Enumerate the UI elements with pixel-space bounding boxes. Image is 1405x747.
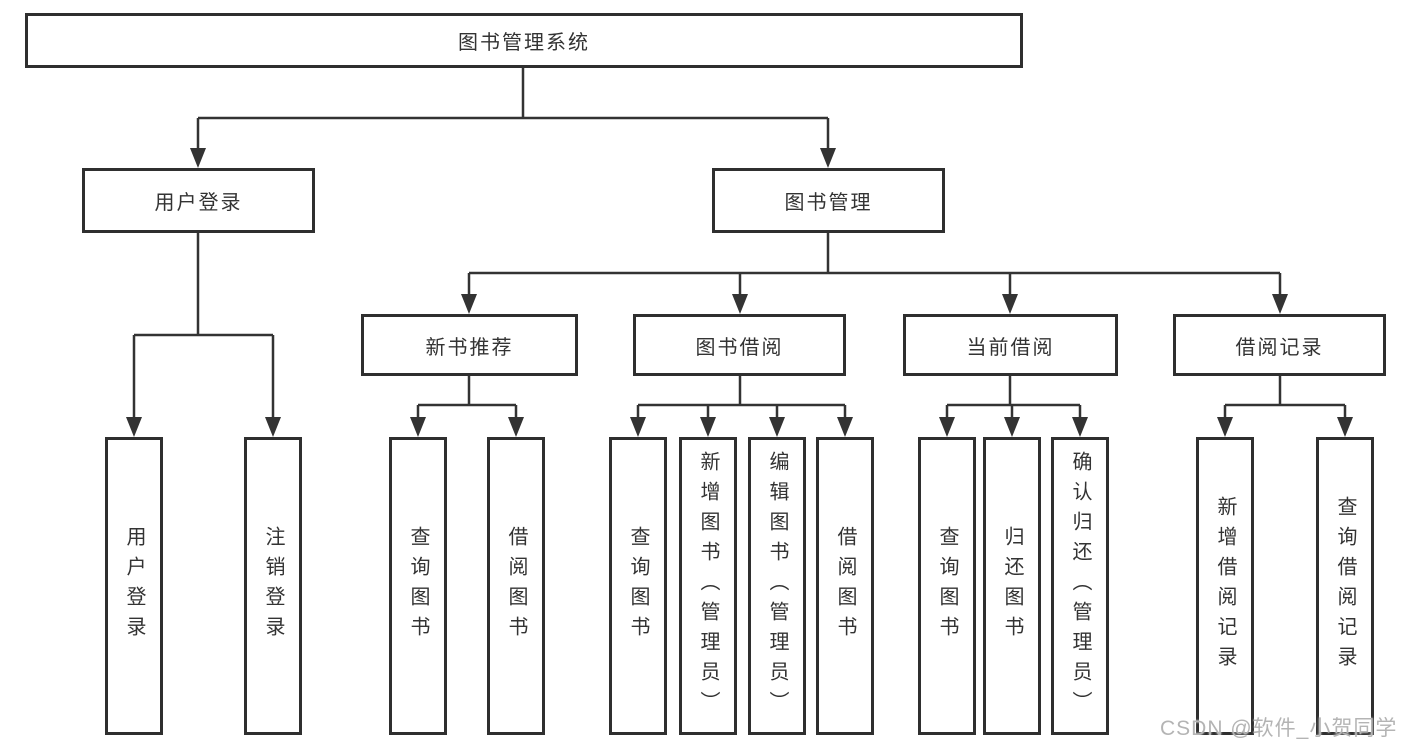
node-bb-edit-books-admin-label: 编辑图书（管理员） (766, 451, 788, 721)
node-logout-leaf: 注销登录 (244, 437, 302, 735)
connector-new-book-recommend-to-leaves (416, 376, 518, 420)
node-book-borrow: 图书借阅 (633, 314, 846, 376)
node-cb-confirm-return-admin-label: 确认归还（管理员） (1069, 451, 1091, 721)
arrowhead-icon (630, 417, 646, 437)
node-cb-return-books: 归还图书 (983, 437, 1041, 735)
node-user-login-leaf-label: 用户登录 (123, 526, 145, 646)
node-logout-leaf-label: 注销登录 (262, 526, 284, 646)
node-cb-confirm-return-admin: 确认归还（管理员） (1051, 437, 1109, 735)
node-book-management-label: 图书管理 (784, 192, 873, 214)
connector-root-to-level2 (196, 68, 830, 150)
connector-book-borrow-to-leaves (636, 376, 847, 420)
node-cb-query-books: 查询图书 (918, 437, 976, 735)
node-borrow-records: 借阅记录 (1173, 314, 1386, 376)
node-user-login-leaf: 用户登录 (105, 437, 163, 735)
node-current-borrow-label: 当前借阅 (966, 336, 1055, 359)
node-nbr-borrow-books-label: 借阅图书 (505, 526, 527, 646)
node-br-query-record: 查询借阅记录 (1316, 437, 1374, 735)
watermark: CSDN @软件_小贺同学 (1160, 717, 1398, 740)
connector-book-management-to-level3 (467, 233, 1282, 296)
node-user-login: 用户登录 (82, 168, 315, 233)
node-bb-borrow-books: 借阅图书 (816, 437, 874, 735)
node-cb-query-books-label: 查询图书 (936, 526, 958, 646)
arrowhead-icon (126, 417, 142, 437)
node-nbr-borrow-books: 借阅图书 (487, 437, 545, 735)
connector-current-borrow-to-leaves (945, 376, 1082, 420)
node-new-book-recommend: 新书推荐 (361, 314, 578, 376)
node-book-management: 图书管理 (712, 168, 945, 233)
node-user-login-label: 用户登录 (154, 192, 243, 214)
node-br-add-record: 新增借阅记录 (1196, 437, 1254, 735)
node-bb-edit-books-admin: 编辑图书（管理员） (748, 437, 806, 735)
arrowhead-icon (461, 294, 477, 314)
arrowhead-icon (410, 417, 426, 437)
node-bb-query-books-label: 查询图书 (627, 526, 649, 646)
arrowhead-icon (1072, 417, 1088, 437)
node-br-query-record-label: 查询借阅记录 (1334, 496, 1356, 676)
node-bb-query-books: 查询图书 (609, 437, 667, 735)
node-cb-return-books-label: 归还图书 (1001, 526, 1023, 646)
arrowhead-icon (190, 148, 206, 168)
node-bb-add-books-admin: 新增图书（管理员） (679, 437, 737, 735)
arrowhead-icon (820, 148, 836, 168)
node-root: 图书管理系统 (25, 13, 1023, 68)
arrowhead-icon (1004, 417, 1020, 437)
arrowhead-icon (1272, 294, 1288, 314)
node-bb-borrow-books-label: 借阅图书 (834, 526, 856, 646)
node-nbr-query-books: 查询图书 (389, 437, 447, 735)
node-current-borrow: 当前借阅 (903, 314, 1118, 376)
arrowhead-icon (1217, 417, 1233, 437)
arrowhead-icon (508, 417, 524, 437)
node-book-borrow-label: 图书借阅 (695, 336, 784, 359)
arrowhead-icon (837, 417, 853, 437)
arrowhead-icon (265, 417, 281, 437)
connector-borrow-records-to-leaves (1223, 376, 1347, 420)
connector-user-login-to-leaves (132, 233, 275, 420)
arrowhead-icon (1337, 417, 1353, 437)
arrowhead-icon (732, 294, 748, 314)
arrowhead-icon (700, 417, 716, 437)
node-root-label: 图书管理系统 (458, 32, 590, 54)
arrowhead-icon (1002, 294, 1018, 314)
node-nbr-query-books-label: 查询图书 (407, 526, 429, 646)
node-borrow-records-label: 借阅记录 (1235, 336, 1324, 359)
node-bb-add-books-admin-label: 新增图书（管理员） (697, 451, 719, 721)
node-new-book-recommend-label: 新书推荐 (425, 336, 514, 359)
arrowhead-icon (769, 417, 785, 437)
node-br-add-record-label: 新增借阅记录 (1214, 496, 1236, 676)
arrowhead-icon (939, 417, 955, 437)
